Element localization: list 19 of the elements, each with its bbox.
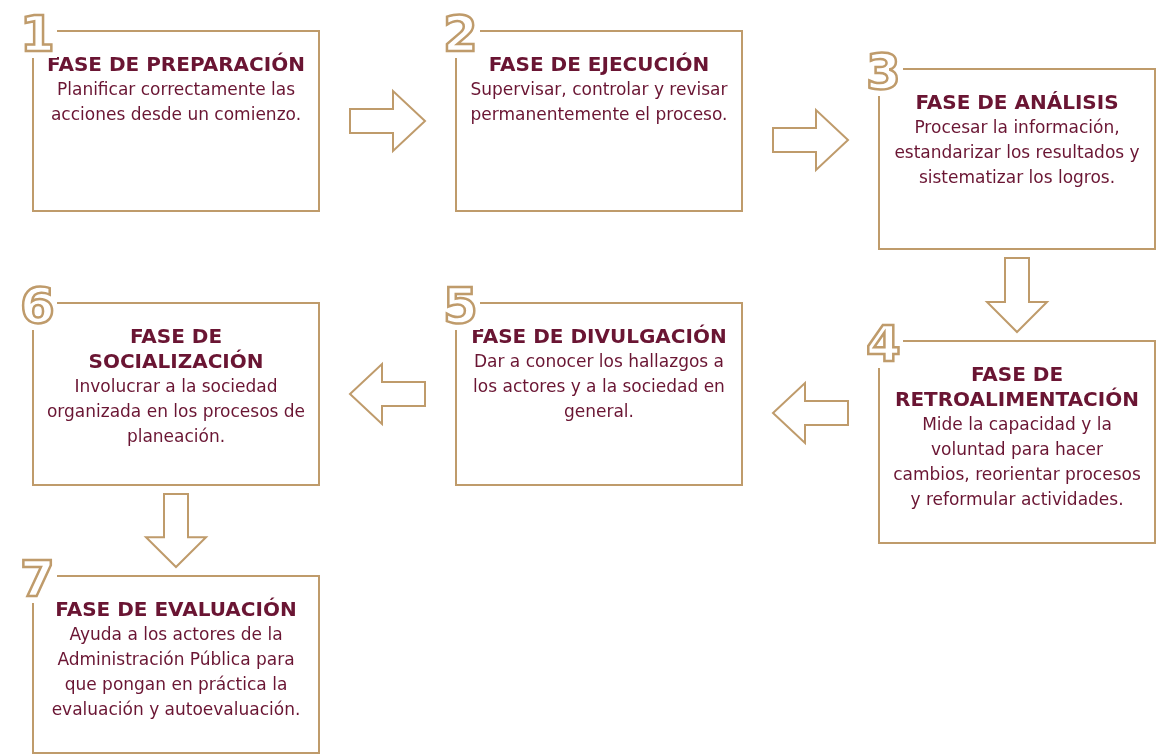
block-arrow — [349, 88, 427, 154]
phase-description: Ayuda a los actores de la Administración Pública para que pongan en práctica la evaluación y autoevaluación. — [50, 623, 302, 721]
phase-description: Supervisar, controlar y revisar permanentemente el proceso. — [469, 78, 729, 126]
phase-title: FASE DE EVALUACIÓN — [54, 597, 298, 622]
phase-description: Procesar la información, estandarizar los resultados y sistematizar los logros. — [893, 116, 1141, 189]
phase-title: FASE DE ANÁLISIS — [914, 90, 1120, 115]
step-number: 6 — [18, 282, 57, 330]
phase-title: FASE DE SOCIALIZACIÓN — [87, 324, 265, 374]
phase-description: Involucrar a la sociedad organizada en los procesos de planeación. — [46, 375, 306, 448]
block-arrow — [772, 107, 850, 173]
block-arrow — [771, 380, 849, 446]
phase-description: Dar a conocer los hallazgos a los actores y a la sociedad en general. — [472, 350, 726, 423]
phase-title: FASE DE EJECUCIÓN — [487, 52, 711, 77]
block-arrow — [984, 257, 1050, 334]
block-arrow — [348, 361, 426, 427]
phase-description: Mide la capacidad y la voluntad para hacer cambios, reorientar procesos y reformular actividades. — [892, 413, 1142, 511]
step-number: 4 — [864, 320, 903, 368]
block-arrow — [143, 493, 209, 569]
phase-description: Planificar correctamente las acciones desde un comienzo. — [49, 78, 303, 126]
